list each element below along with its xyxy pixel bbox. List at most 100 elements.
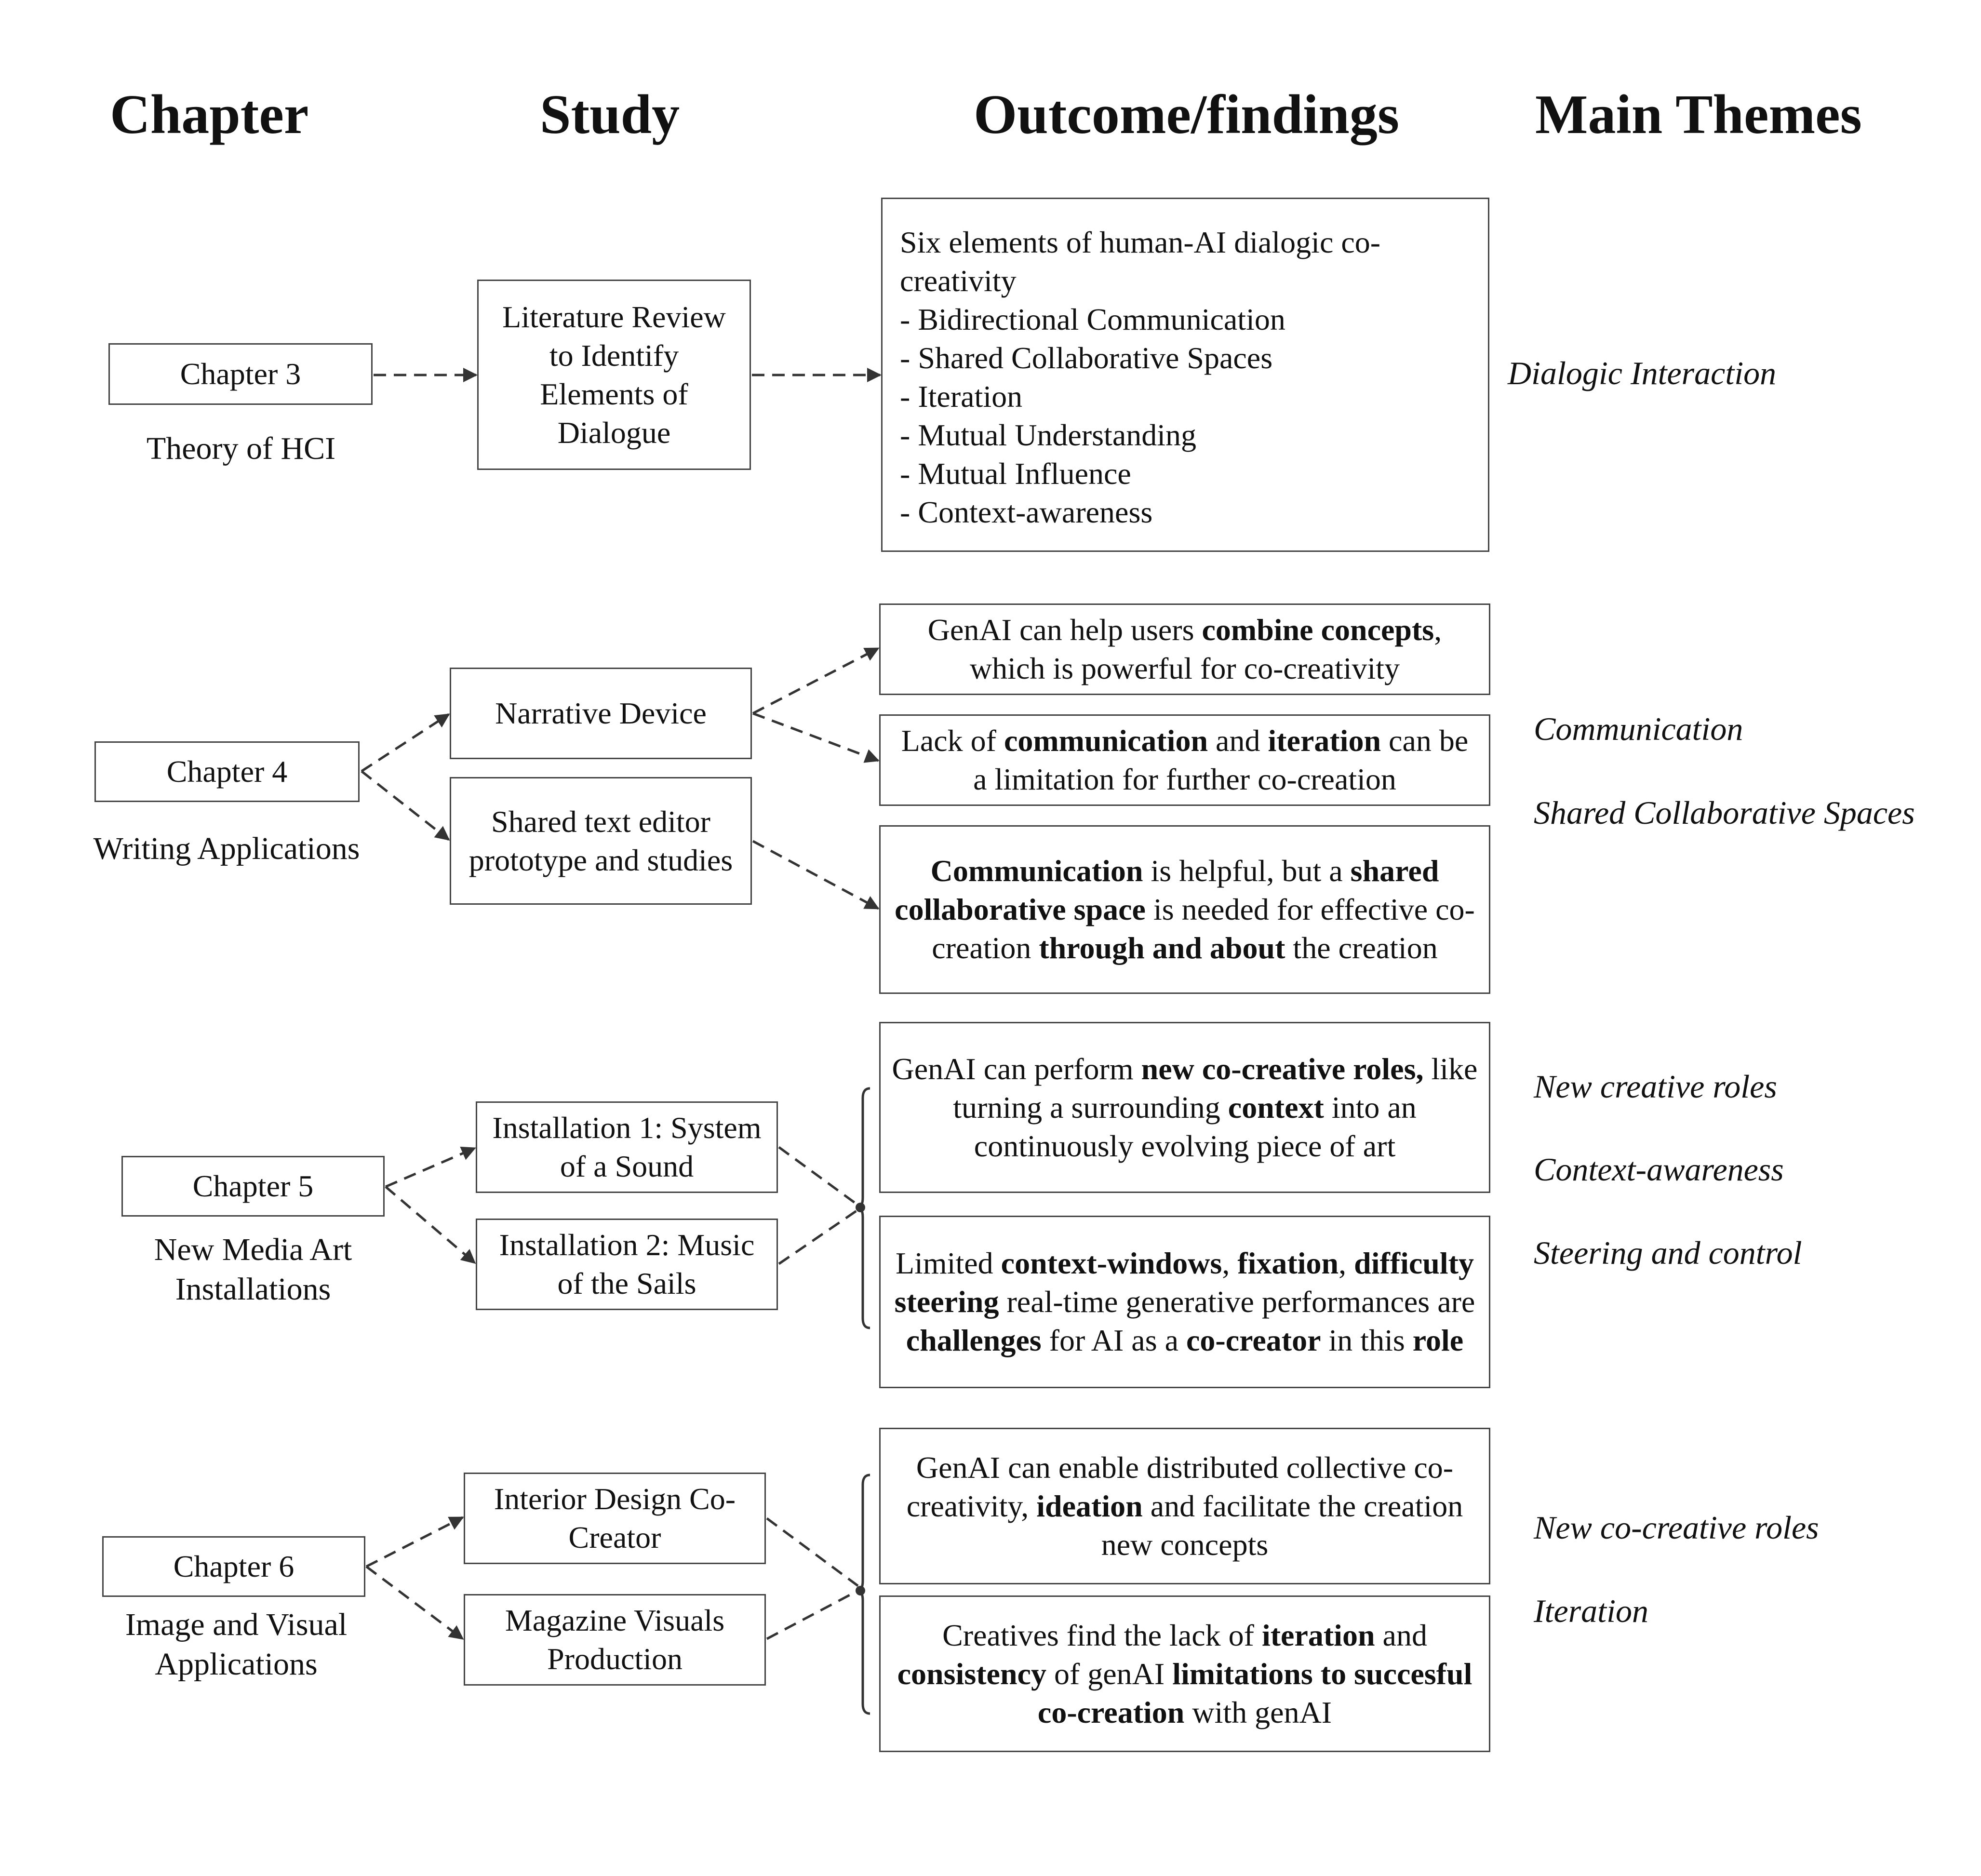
finding-line: - Shared Collaborative Spaces: [900, 341, 1273, 375]
connector-installation-2-to-brace: [778, 1208, 859, 1265]
finding-text: GenAI can perform new co-creative roles,…: [891, 1050, 1478, 1166]
finding-emphasis: ideation: [1036, 1488, 1143, 1523]
theme-iteration: Iteration: [1534, 1593, 1648, 1629]
finding-emphasis: co-creator: [1186, 1323, 1321, 1357]
theme-context-awareness: Context-awareness: [1534, 1151, 1784, 1188]
finding-emphasis: iteration: [1261, 1618, 1375, 1652]
finding-box-shared-space: Communication is helpful, but a shared c…: [879, 825, 1490, 994]
study-box-narrative-device: Narrative Device: [450, 668, 752, 759]
finding-fragment: GenAI can enable distributed collective …: [906, 1450, 1454, 1523]
finding-emphasis: shared collaborative space: [895, 854, 1439, 926]
finding-emphasis: iteration: [1268, 724, 1381, 758]
finding-text: GenAI can help users combine concepts, w…: [891, 611, 1478, 688]
finding-emphasis: combine concepts: [1202, 613, 1434, 647]
finding-emphasis: difficulty steering: [894, 1246, 1474, 1319]
arrow-ch4-to-text-editor: [361, 770, 450, 841]
arrow-ch4-to-narrative: [361, 713, 450, 773]
finding-emphasis: through and about: [1039, 931, 1285, 965]
theme-communication: Communication: [1534, 710, 1743, 747]
chapter-box-6: Chapter 6: [102, 1536, 365, 1597]
chapter-box-3: Chapter 3: [108, 343, 373, 405]
finding-text: GenAI can enable distributed collective …: [891, 1448, 1478, 1564]
brace-node-ch5: [856, 1203, 865, 1212]
chapter-box-5: Chapter 5: [121, 1156, 385, 1217]
finding-fragment: Limited: [896, 1246, 1001, 1280]
finding-fragment: like turning a surrounding: [953, 1051, 1478, 1125]
finding-fragment: and: [1208, 724, 1268, 758]
connector-installation-1-to-brace: [778, 1146, 859, 1206]
finding-box-challenges: Limited context-windows, fixation, diffi…: [879, 1216, 1490, 1388]
chapter-caption-4: Writing Applications: [93, 831, 360, 866]
study-box-lit-review: Literature Review to Identify Elements o…: [477, 280, 751, 470]
arrow-narrative-to-finding-2: [752, 712, 880, 763]
connector-magazine-to-brace: [766, 1589, 859, 1640]
chapter-caption-5: New Media Art Installations: [154, 1232, 352, 1307]
finding-text: Lack of communication and iteration can …: [891, 722, 1478, 799]
finding-fragment: , which is powerful for co-creativity: [969, 613, 1442, 685]
finding-text: Communication is helpful, but a shared c…: [891, 852, 1478, 967]
finding-emphasis: challenges: [906, 1323, 1042, 1357]
arrow-text-editor-to-finding-3: [752, 840, 880, 910]
study-box-interior-design: Interior Design Co-Creator: [464, 1473, 766, 1564]
finding-fragment: and: [1375, 1618, 1427, 1652]
finding-box-collective-creativity: GenAI can enable distributed collective …: [879, 1428, 1490, 1584]
finding-emphasis: new co-creative roles,: [1141, 1051, 1424, 1086]
finding-line: - Mutual Understanding: [900, 418, 1196, 452]
finding-fragment: the creation: [1285, 931, 1438, 965]
finding-emphasis: fixation: [1237, 1246, 1339, 1280]
arrow-ch6-to-magazine-visuals: [365, 1566, 464, 1640]
header-chapter: Chapter: [110, 84, 309, 146]
finding-fragment: Creatives find the lack of: [942, 1618, 1262, 1652]
study-box-magazine-visuals: Magazine Visuals Production: [464, 1594, 766, 1686]
finding-emphasis: communication: [1004, 724, 1208, 758]
finding-fragment: in this: [1321, 1323, 1413, 1357]
finding-fragment: real-time generative performances are: [999, 1285, 1475, 1319]
finding-fragment: for AI as a: [1041, 1323, 1187, 1357]
finding-emphasis: context-windows: [1001, 1246, 1222, 1280]
finding-fragment: and facilitate the creation new concepts: [1101, 1488, 1463, 1562]
finding-fragment: ,: [1339, 1246, 1354, 1280]
finding-fragment: GenAI can perform: [892, 1051, 1141, 1086]
finding-fragment: into an continuously evolving piece of a…: [974, 1090, 1417, 1163]
theme-steering-control: Steering and control: [1534, 1234, 1802, 1271]
chapter-box-4: Chapter 4: [94, 741, 360, 802]
finding-line: Six elements of human-AI dialogic co-: [900, 225, 1381, 259]
connector-interior-to-brace: [766, 1517, 859, 1587]
header-study: Study: [540, 84, 680, 146]
finding-line: - Context-awareness: [900, 495, 1153, 529]
brace-node-ch6: [856, 1586, 865, 1595]
finding-fragment: GenAI can help users: [927, 613, 1202, 647]
arrow-ch5-to-installation-1: [385, 1146, 476, 1188]
finding-line: creativity: [900, 264, 1017, 298]
theme-new-creative-roles: New creative roles: [1534, 1068, 1777, 1105]
finding-box-dialogic-elements: Six elements of human-AI dialogic co- cr…: [881, 198, 1489, 552]
finding-emphasis: role: [1412, 1323, 1464, 1357]
header-themes: Main Themes: [1535, 84, 1862, 146]
finding-box-lack-iteration: Creatives find the lack of iteration and…: [879, 1595, 1490, 1752]
arrow-ch6-to-interior-design: [365, 1516, 464, 1568]
study-box-installation-2: Installation 2: Music of the Sails: [476, 1219, 778, 1310]
finding-fragment: Lack of: [901, 724, 1004, 758]
study-box-installation-1: Installation 1: System of a Sound: [476, 1101, 778, 1193]
arrow-narrative-to-finding-1: [752, 647, 880, 715]
finding-emphasis: limitations to succesful co-creation: [1037, 1656, 1472, 1729]
finding-emphasis: consistency: [897, 1656, 1046, 1691]
finding-box-new-roles: GenAI can perform new co-creative roles,…: [879, 1022, 1490, 1193]
chapter-caption-3: Theory of HCI: [146, 431, 336, 466]
finding-line: - Iteration: [900, 379, 1023, 414]
finding-emphasis: context: [1228, 1090, 1324, 1125]
finding-fragment: is needed for effective co-creation: [932, 892, 1475, 965]
finding-fragment: of genAI: [1046, 1656, 1173, 1691]
finding-fragment: with genAI: [1184, 1695, 1332, 1729]
chapter-caption-6: Image and Visual Applications: [125, 1607, 348, 1682]
finding-line: - Bidirectional Communication: [900, 302, 1285, 336]
finding-text: Creatives find the lack of iteration and…: [891, 1616, 1478, 1732]
header-outcome: Outcome/findings: [974, 84, 1399, 146]
finding-box-lack-communication: Lack of communication and iteration can …: [879, 714, 1490, 806]
study-box-shared-text-editor: Shared text editor prototype and studies: [450, 777, 752, 905]
finding-line: - Mutual Influence: [900, 456, 1131, 491]
theme-new-co-creative-roles: New co-creative roles: [1534, 1509, 1819, 1546]
finding-fragment: ,: [1222, 1246, 1238, 1280]
